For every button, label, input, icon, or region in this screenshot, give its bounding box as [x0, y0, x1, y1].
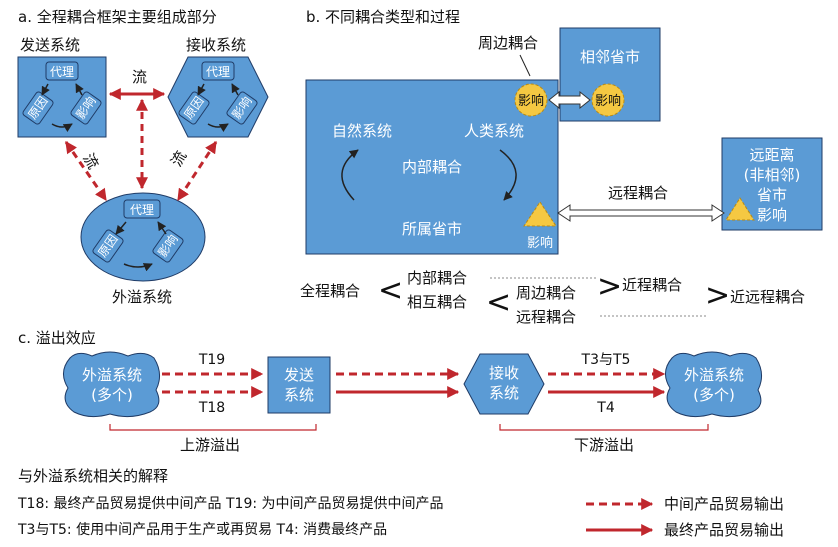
c-sending-system-box	[267, 356, 331, 414]
home-effect-label: 影响	[518, 93, 544, 109]
legend-near-coupling: 近程耦合	[622, 276, 682, 294]
right-spillover-line1: 外溢系统	[684, 366, 744, 384]
internal-cycle-arrow-left	[341, 149, 359, 201]
left-spillover-cloud	[63, 351, 160, 418]
spillover-system-label: 外溢系统	[112, 288, 172, 306]
sending-system-label: 发送系统	[20, 36, 80, 54]
right-spillover-line2: (多个)	[693, 386, 735, 404]
home-effect-triangle	[523, 201, 557, 227]
c-receiving-line1: 接收	[489, 364, 519, 382]
left-spillover-line2: (多个)	[91, 386, 133, 404]
legend-dashed-label: 中间产品贸易输出	[664, 495, 784, 513]
agent-label: 代理	[206, 65, 230, 79]
legend-near-remote-coupling: 近远程耦合	[730, 288, 805, 306]
receiving-system-node: 代理 原因 影响	[167, 56, 269, 138]
legend-peripheral-coupling: 周边耦合	[516, 284, 576, 302]
spillover-system-node: 代理 原因 影响	[80, 192, 206, 282]
flow-label-left: 流	[79, 150, 102, 172]
flow-label-right: 流	[167, 148, 190, 170]
home-effect-circle	[514, 83, 548, 117]
adjacent-city-label: 相邻省市	[580, 48, 640, 66]
panel-b-title: b. 不同耦合类型和过程	[306, 8, 460, 26]
c-sending-line1: 发送	[284, 366, 314, 384]
peripheral-coupling-label: 周边耦合	[478, 34, 538, 52]
peripheral-leader-line	[519, 54, 531, 77]
adjacent-effect-circle	[591, 83, 625, 117]
home-city-label: 所属省市	[402, 220, 462, 238]
receiving-system-label: 接收系统	[186, 36, 246, 54]
internal-cycle-arrow-right	[499, 149, 517, 201]
c-receiving-line2: 系统	[489, 384, 519, 402]
t4-label: T4	[596, 400, 615, 416]
legend-inter-coupling: 相互耦合	[407, 293, 467, 311]
notes-line1: T18: 最终产品贸易提供中间产品 T19: 为中间产品贸易提供中间产品	[17, 496, 444, 512]
natural-system-label: 自然系统	[332, 122, 392, 140]
panel-c-title: c. 溢出效应	[18, 329, 96, 347]
agent-label: 代理	[130, 203, 154, 217]
remote-city-line2: (非相邻)	[744, 166, 801, 184]
legend-gt-bracket-1: >	[597, 269, 622, 304]
notes-line2: T3与T5: 使用中间产品用于生产或再贸易 T4: 消费最终产品	[17, 521, 387, 538]
legend-full-coupling: 全程耦合	[300, 282, 360, 300]
internal-coupling-label: 内部耦合	[402, 158, 462, 176]
legend-lt-bracket-2: <	[486, 285, 511, 320]
downstream-label: 下游溢出	[574, 436, 634, 454]
adjacent-effect-label: 影响	[595, 93, 621, 109]
c-receiving-system-hex	[463, 353, 545, 415]
human-system-label: 人类系统	[464, 122, 524, 140]
peripheral-double-arrow	[548, 90, 591, 110]
left-spillover-line1: 外溢系统	[82, 366, 142, 384]
t18-label: T18	[198, 400, 225, 416]
legend-lt-bracket-1: <	[378, 273, 403, 308]
c-sending-line2: 系统	[284, 386, 314, 404]
t19-label: T19	[198, 352, 225, 368]
legend-solid-label: 最终产品贸易输出	[664, 521, 784, 539]
remote-city-effect-label: 影响	[757, 206, 787, 224]
flow-label-top: 流	[132, 68, 147, 86]
remote-effect-triangle	[725, 197, 755, 221]
remote-coupling-label: 远程耦合	[608, 184, 668, 202]
right-spillover-cloud	[665, 351, 762, 418]
home-city-box	[305, 79, 559, 255]
upstream-label: 上游溢出	[180, 436, 240, 454]
upstream-bracket	[109, 424, 317, 431]
t3t5-label: T3与T5	[581, 352, 631, 368]
notes-heading: 与外溢系统相关的解释	[18, 467, 168, 485]
home-triangle-label: 影响	[527, 235, 553, 251]
downstream-bracket	[499, 424, 709, 431]
sending-system-node: 代理 原因 影响	[17, 56, 107, 138]
legend-gt-bracket-2: >	[705, 278, 730, 313]
remote-city-line3: 省市	[757, 186, 787, 204]
remote-double-arrow	[557, 204, 725, 222]
agent-label: 代理	[50, 65, 74, 79]
legend-remote-coupling: 远程耦合	[516, 308, 576, 326]
panel-a-title: a. 全程耦合框架主要组成部分	[18, 8, 217, 26]
remote-city-line1: 远距离	[749, 146, 794, 164]
flow-right-arrow	[176, 140, 218, 202]
legend-internal-coupling: 内部耦合	[407, 269, 467, 287]
